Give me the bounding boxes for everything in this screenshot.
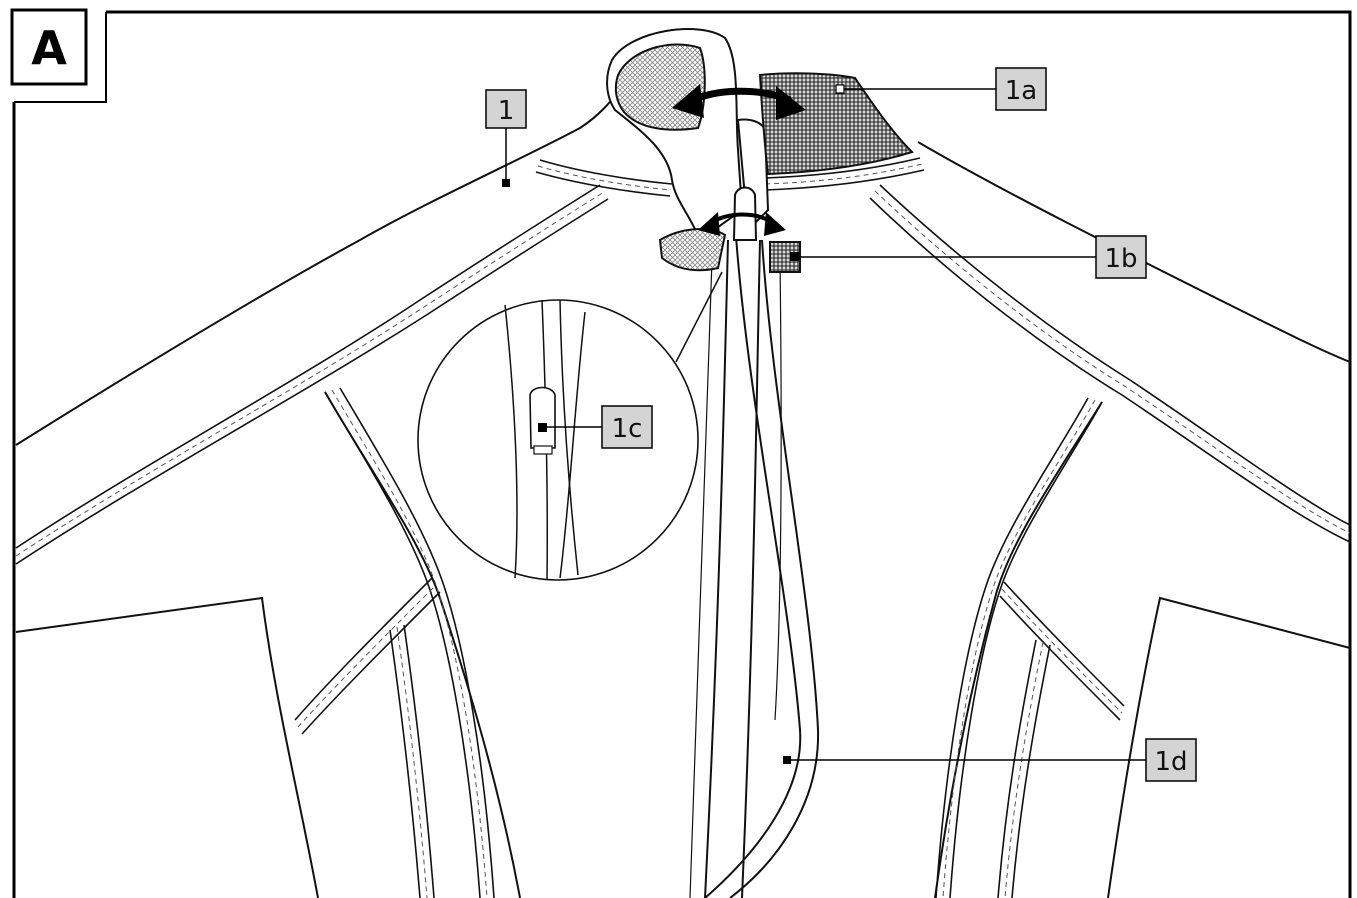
zipper-assembly — [658, 186, 820, 898]
callout-label-1d: 1d — [1154, 747, 1187, 777]
callout-1c: 1c — [601, 405, 653, 449]
callout-label-1c: 1c — [612, 414, 643, 444]
seam-stitching — [15, 157, 1351, 898]
collar — [606, 28, 914, 242]
callout-1: 1 — [485, 89, 527, 129]
callout-label-1: 1 — [498, 96, 515, 126]
arrow-right-icon — [776, 86, 806, 120]
callout-leaders — [502, 84, 1146, 764]
callout-label-1a: 1a — [1005, 76, 1037, 106]
callout-1d: 1d — [1145, 738, 1197, 782]
callout-1a: 1a — [995, 67, 1047, 111]
velcro-hook-1a — [758, 72, 914, 176]
panel-label-box: A — [10, 8, 88, 86]
zipper-strap-1d — [704, 235, 802, 898]
callout-label-1b: 1b — [1104, 244, 1137, 274]
fastening-arrows — [672, 84, 806, 236]
small-arrow-right-icon — [764, 212, 786, 236]
arrow-left-icon — [672, 84, 704, 118]
detail-magnifier — [417, 271, 723, 581]
callout-1b: 1b — [1095, 235, 1147, 279]
panel-label: A — [31, 21, 67, 75]
figure-frame — [12, 10, 1352, 898]
small-velcro-tab — [658, 228, 727, 272]
small-arrow-left-icon — [698, 212, 720, 236]
